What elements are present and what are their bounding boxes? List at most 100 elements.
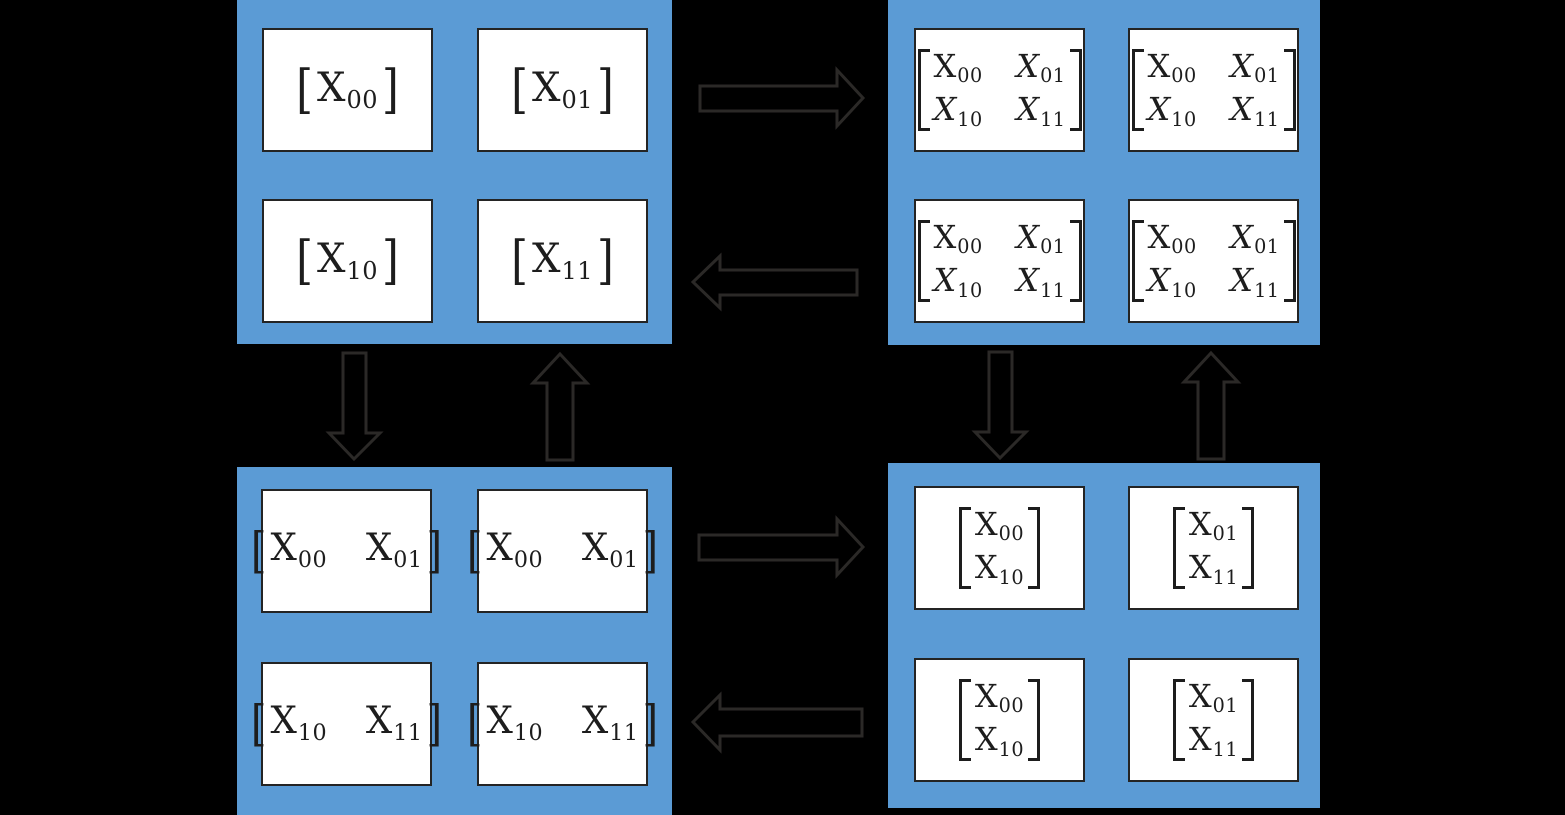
right-bracket: ] <box>597 59 614 121</box>
left-bracket: [ <box>250 695 267 753</box>
right-bracket <box>1242 678 1255 762</box>
left-bracket: [ <box>511 230 528 292</box>
left-bracket <box>1172 506 1185 590</box>
left-bracket <box>1131 48 1144 132</box>
matrix-entry-subscript: 11 <box>1040 107 1066 131</box>
down-arrow-icon <box>971 350 1030 461</box>
matrix-entry: X00 <box>934 47 983 90</box>
matrix-entry: X10 <box>487 699 544 748</box>
right-bracket: ] <box>426 522 443 580</box>
matrix-box: [X10] <box>262 199 433 323</box>
matrix-box: [X00] <box>262 28 433 152</box>
matrix-entry: X00 <box>271 526 328 575</box>
matrix-entry-base: X <box>1188 676 1212 715</box>
matrix-entry-subscript: 11 <box>1040 278 1066 302</box>
matrix-entry-subscript: 00 <box>297 546 328 573</box>
matrix-entry-base: X <box>974 676 998 715</box>
right-bracket <box>1242 506 1255 590</box>
matrix-entry-base: X <box>1188 548 1212 586</box>
left-arrow-icon <box>690 691 864 754</box>
matrix-entry: X10 <box>975 720 1024 763</box>
right-bracket: ] <box>642 695 659 753</box>
left-bracket <box>958 506 971 590</box>
matrix-entry-base: X <box>581 699 609 743</box>
left-bracket <box>1172 678 1185 762</box>
matrix-entry-base: X <box>1230 261 1254 299</box>
matrix-entry-subscript: 10 <box>513 719 544 746</box>
left-bracket <box>917 48 930 132</box>
matrix-entry: X11 <box>1016 261 1065 304</box>
matrix-entry-subscript: 11 <box>393 719 423 746</box>
matrix-entry-base: X <box>1016 90 1040 128</box>
matrix-entry: X11 <box>1189 720 1238 763</box>
matrix-entry-subscript: 01 <box>1040 64 1066 88</box>
matrix-entry-subscript: 10 <box>998 565 1025 589</box>
matrix-entry: X01 <box>1189 505 1238 548</box>
matrix-entry-subscript: 10 <box>297 719 328 746</box>
matrix-entry: X10 <box>934 261 983 304</box>
matrix-entry-subscript: 00 <box>998 522 1025 546</box>
matrix-entry-base: X <box>1230 90 1254 128</box>
matrix-entry-base: X <box>486 526 513 570</box>
right-bracket: ] <box>426 695 443 753</box>
matrix-entry: X11 <box>1230 90 1279 133</box>
matrix-entry: X01 <box>1230 218 1279 261</box>
matrix-entries: X01 <box>532 64 593 117</box>
matrix-entry: X00 <box>1148 218 1197 261</box>
matrix-entry-base: X <box>1147 46 1171 85</box>
matrix-entry: X00 <box>1148 47 1197 90</box>
matrix-entry-base: X <box>270 526 297 570</box>
matrix-entry-base: X <box>933 261 957 299</box>
matrix-entry: X00 <box>975 505 1024 548</box>
matrix-entry-subscript: 00 <box>957 235 983 259</box>
matrix-entry-base: X <box>316 64 346 111</box>
left-bracket <box>917 219 930 303</box>
matrix-entry-base: X <box>974 720 998 758</box>
matrix-entry: X10 <box>1148 90 1197 133</box>
matrix-entry: X01 <box>1230 47 1279 90</box>
matrix-entry-subscript: 00 <box>513 546 544 573</box>
matrix-entries: X11 <box>532 235 593 288</box>
matrix-entry-subscript: 10 <box>957 107 983 131</box>
matrix-entry-subscript: 10 <box>346 256 379 285</box>
right-bracket <box>1028 506 1041 590</box>
matrix-entry-subscript: 01 <box>1254 235 1280 259</box>
right-bracket: ] <box>382 59 399 121</box>
matrix-entry: X11 <box>1189 548 1238 591</box>
matrix-entry-base: X <box>1147 217 1171 256</box>
matrix-entry-subscript: 00 <box>346 85 379 114</box>
matrix-entry-subscript: 01 <box>1040 235 1066 259</box>
right-bracket <box>1069 48 1082 132</box>
matrix-entry: X10 <box>975 548 1024 591</box>
matrix-entry-subscript: 10 <box>957 278 983 302</box>
left-bracket: [ <box>296 59 313 121</box>
right-bracket: ] <box>597 230 614 292</box>
down-arrow-icon <box>325 351 384 462</box>
matrix-entry-subscript: 01 <box>1254 64 1280 88</box>
matrix-entry-base: X <box>486 699 513 743</box>
matrix-entry-subscript: 01 <box>393 546 423 573</box>
matrix-entry-subscript: 01 <box>1212 694 1239 718</box>
matrix-entries: X10 <box>317 235 378 288</box>
